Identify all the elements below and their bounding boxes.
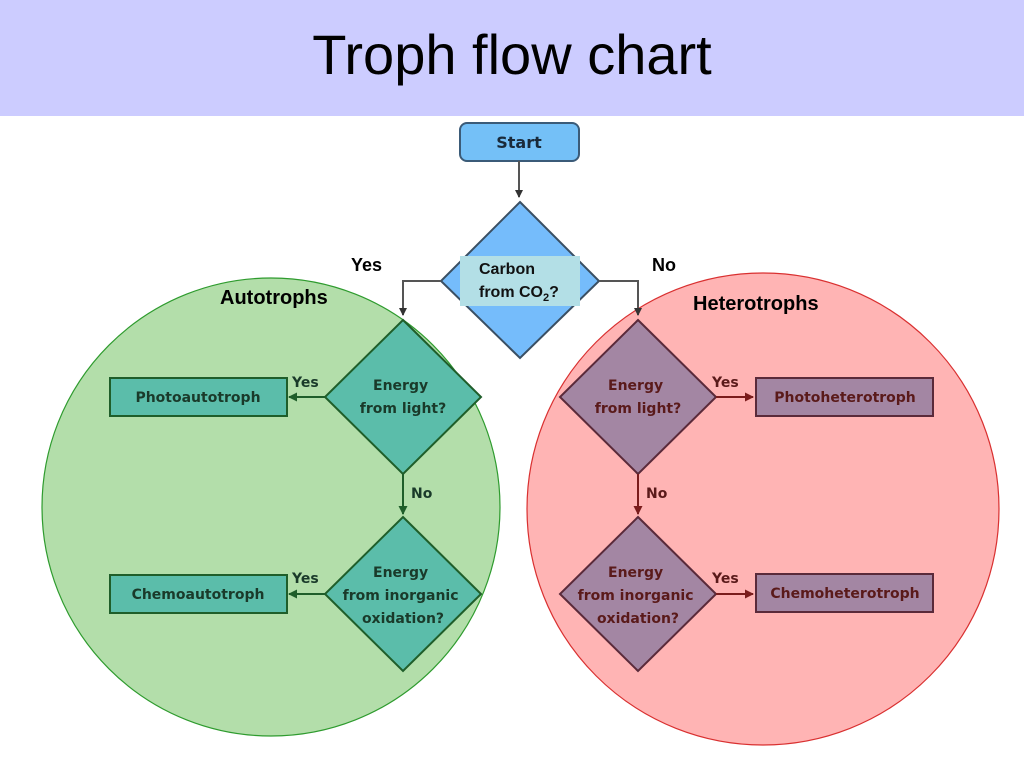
auto-inorganic-question: Energy from inorganic oxidation? bbox=[343, 565, 464, 627]
root-no-label: No bbox=[652, 255, 676, 275]
auto-inorganic-decision-diamond bbox=[323, 515, 483, 673]
heterotrophs-label: Heterotrophs bbox=[693, 293, 819, 315]
connector-root-yes bbox=[399, 280, 441, 316]
chemoautotroph-label: Chemoautotroph bbox=[132, 587, 265, 603]
photoheterotroph-box bbox=[755, 377, 934, 417]
start-label: Start bbox=[496, 133, 542, 152]
root-question-text: Carbon from CO2? bbox=[479, 261, 559, 304]
chemoheterotroph-label: Chemoheterotroph bbox=[770, 586, 919, 602]
hetero-light-yes-label: Yes bbox=[711, 375, 739, 391]
hetero-inorganic-question: Energy from inorganic oxidation? bbox=[578, 565, 699, 627]
chemoautotroph-box bbox=[109, 574, 288, 614]
chemoheterotroph-box bbox=[755, 573, 934, 613]
photoheterotroph-label: Photoheterotroph bbox=[774, 390, 916, 406]
auto-light-no-label: No bbox=[411, 486, 433, 502]
hetero-light-no-label: No bbox=[646, 486, 668, 502]
auto-light-yes-label: Yes bbox=[291, 375, 319, 391]
auto-light-question: Energy from light? bbox=[360, 378, 446, 417]
auto-inorganic-yes-label: Yes bbox=[291, 571, 319, 587]
hetero-inorganic-decision-diamond bbox=[558, 515, 718, 673]
root-question-box bbox=[460, 256, 580, 306]
title-bar: Troph flow chart bbox=[0, 0, 1024, 116]
hetero-light-question: Energy from light? bbox=[595, 378, 681, 417]
root-yes-label: Yes bbox=[351, 255, 382, 275]
heterotrophs-circle bbox=[526, 272, 1000, 746]
page-title: Troph flow chart bbox=[312, 23, 712, 86]
photoautotroph-label: Photoautotroph bbox=[135, 390, 260, 406]
connector-root-no bbox=[599, 280, 642, 316]
photoautotroph-box bbox=[109, 377, 288, 417]
autotrophs-label: Autotrophs bbox=[220, 287, 328, 309]
hetero-inorganic-yes-label: Yes bbox=[711, 571, 739, 587]
